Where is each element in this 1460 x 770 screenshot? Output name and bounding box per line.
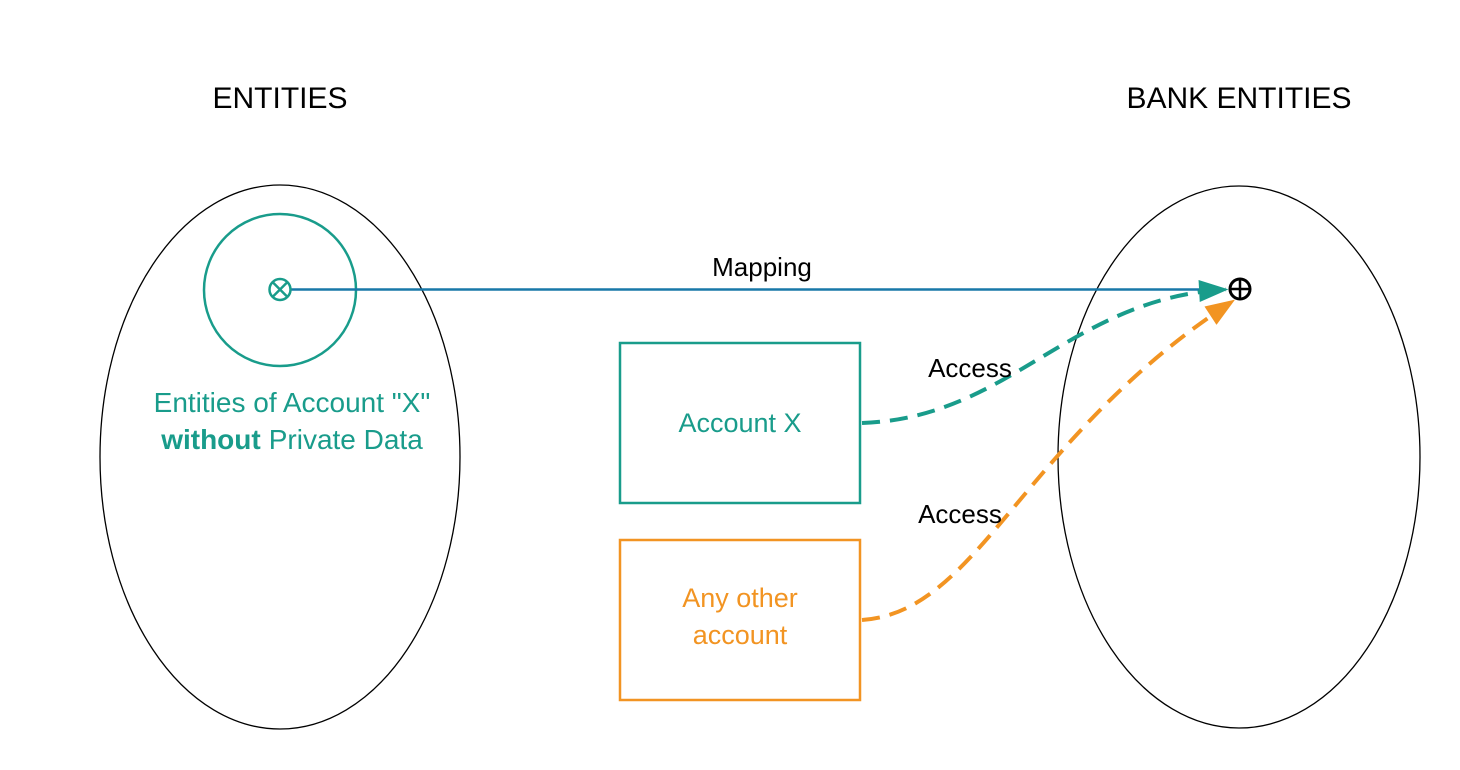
otimes-cross [272,281,288,298]
mapping-label: Mapping [712,252,812,282]
access-label-account-x: Access [928,353,1012,383]
other-account-box-label-line1: Any other [682,583,798,613]
bank-entities-title: BANK ENTITIES [1126,82,1351,115]
otimes-icon [268,277,292,302]
bank-entities-ellipse [1057,185,1421,729]
account-x-box [618,341,862,505]
subset-annotation-bold-word: without [160,424,261,455]
account-x-box-label: Account X [678,408,801,438]
other-account-box-label-line2: account [693,620,788,650]
access-arrow-other-account [861,299,1236,622]
access-label-other-account: Access [918,499,1002,529]
oplus-icon [1228,277,1252,301]
other-account-box [618,538,862,702]
entities-ellipse [99,184,461,730]
access-arrow-account-x [861,279,1229,425]
subset-annotation-rest: Private Data [269,424,423,455]
subset-annotation-line2: without Private Data [160,424,423,455]
oplus-cross [1230,279,1250,299]
subset-annotation-line1: Entities of Account "X" [154,387,431,418]
entities-title: ENTITIES [212,82,347,115]
